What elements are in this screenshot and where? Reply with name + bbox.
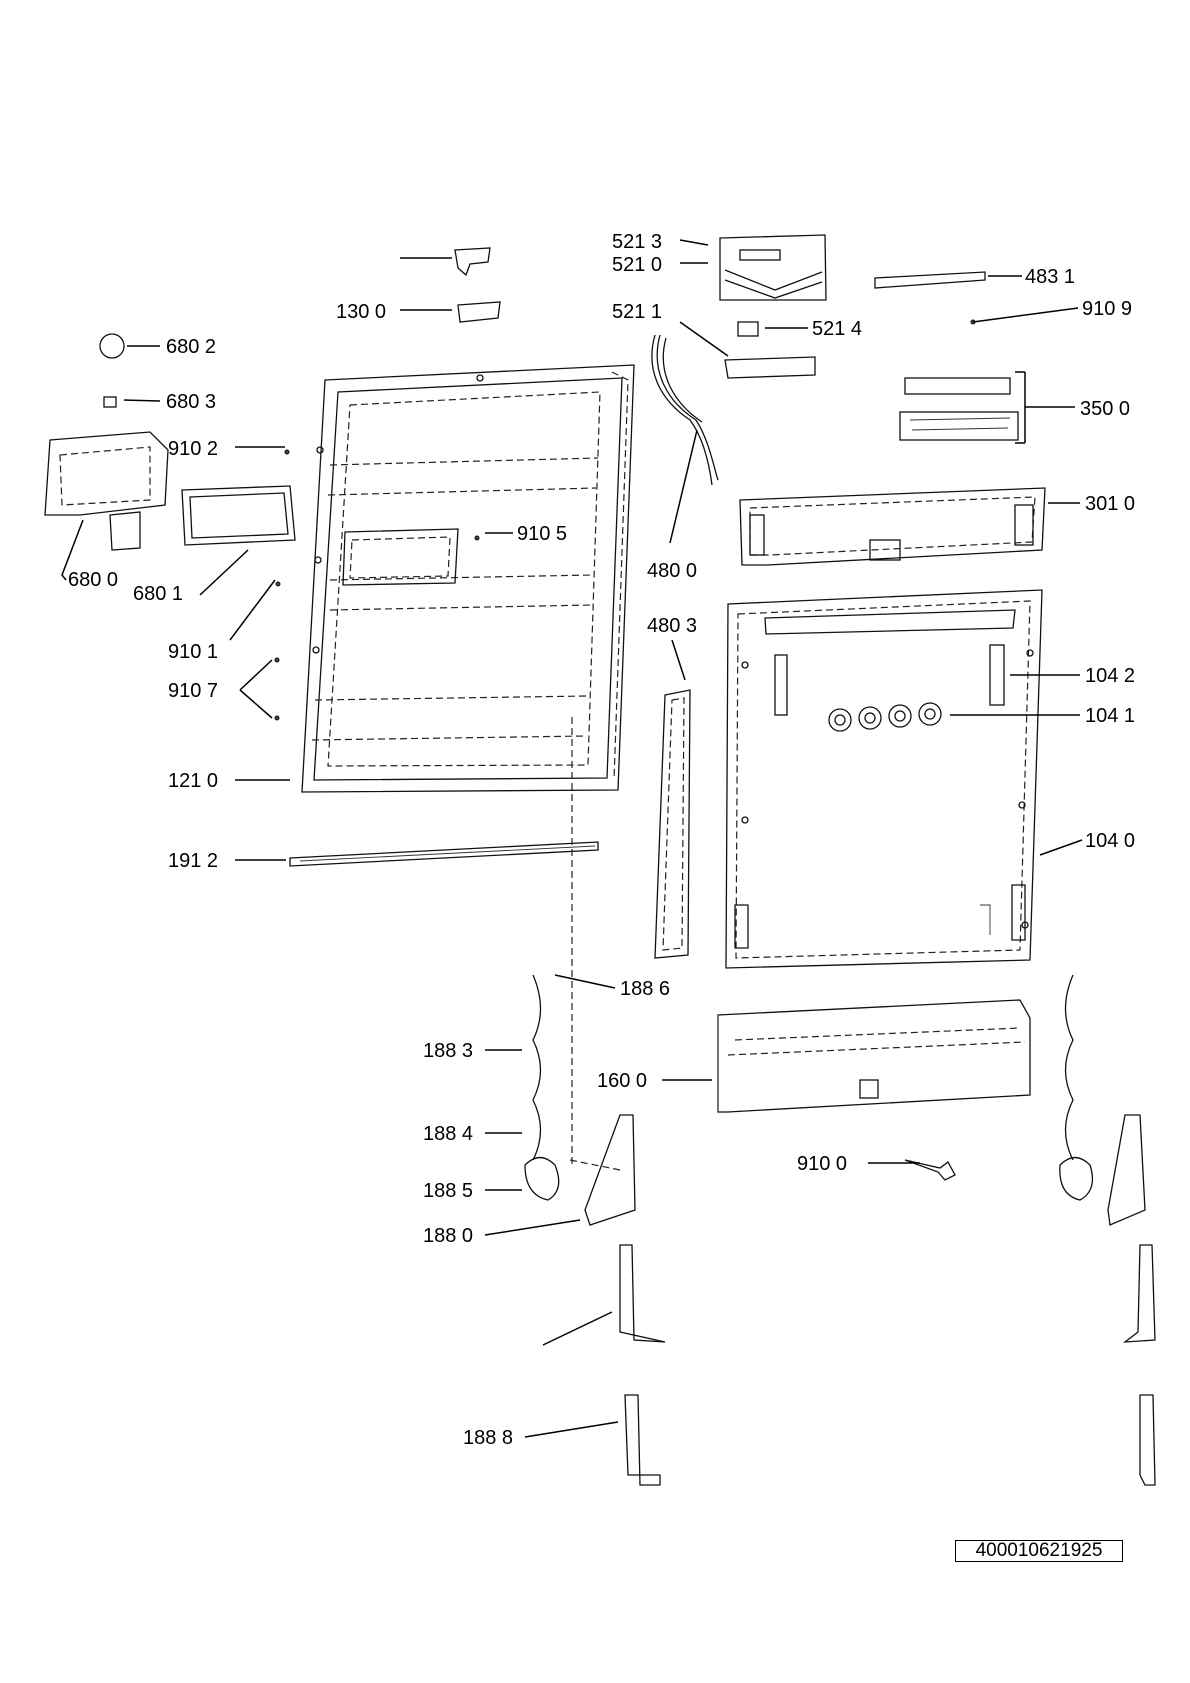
label-188-6: 188 6 [620, 978, 670, 1000]
door-lock [44, 431, 169, 551]
hook-part [454, 247, 491, 277]
label-188-8: 188 8 [463, 1427, 513, 1449]
dispenser-knobs [828, 702, 942, 732]
outer-door-panel [301, 364, 635, 793]
left-hinge-assembly [524, 717, 666, 1486]
label-521-3: 521 3 [612, 231, 662, 253]
lock-clip [103, 396, 117, 408]
light-bar [874, 271, 986, 289]
label-188-0: 188 0 [423, 1225, 473, 1247]
lock-gasket [181, 485, 296, 546]
label-521-0: 521 0 [612, 254, 662, 276]
control-boards [899, 377, 1019, 441]
base-bracket [717, 999, 1031, 1113]
screw [904, 1159, 956, 1181]
label-910-2: 910 2 [168, 438, 218, 460]
screw-dot [474, 535, 480, 541]
control-panel-frame [739, 487, 1046, 566]
electronic-board [724, 356, 816, 379]
label-910-9: 910 9 [1082, 298, 1132, 320]
label-104-1: 104 1 [1085, 705, 1135, 727]
label-350-0: 350 0 [1080, 398, 1130, 420]
label-680-1: 680 1 [133, 583, 183, 605]
label-160-0: 160 0 [597, 1070, 647, 1092]
label-188-3: 188 3 [423, 1040, 473, 1062]
right-hinge-assembly [1059, 974, 1156, 1486]
label-301-0: 301 0 [1085, 493, 1135, 515]
wiring-harness [651, 334, 719, 486]
screw-dot [284, 449, 290, 455]
label-680-2: 680 2 [166, 336, 216, 358]
screw-dot [274, 657, 280, 663]
label-104-0: 104 0 [1085, 830, 1135, 852]
label-483-1: 483 1 [1025, 266, 1075, 288]
label-191-2: 191 2 [168, 850, 218, 872]
label-480-0: 480 0 [647, 560, 697, 582]
inner-door-panel [725, 589, 1043, 969]
label-680-0: 680 0 [68, 569, 118, 591]
label-130-0: 130 0 [336, 301, 386, 323]
label-680-3: 680 3 [166, 391, 216, 413]
screw-dot [275, 581, 281, 587]
label-910-5: 910 5 [517, 523, 567, 545]
label-121-0: 121 0 [168, 770, 218, 792]
latch-part [457, 301, 501, 323]
label-910-0: 910 0 [797, 1153, 847, 1175]
label-188-4: 188 4 [423, 1123, 473, 1145]
lock-seal-ring [99, 333, 125, 359]
label-910-1: 910 1 [168, 641, 218, 663]
label-480-3: 480 3 [647, 615, 697, 637]
label-104-2: 104 2 [1085, 665, 1135, 687]
side-trim [654, 689, 691, 959]
label-521-1: 521 1 [612, 301, 662, 323]
drawing-code: 400010621925 [955, 1540, 1123, 1562]
label-910-7: 910 7 [168, 680, 218, 702]
switch-clip [737, 321, 759, 337]
door-seal-strip [289, 841, 599, 867]
control-housing [719, 234, 827, 301]
label-188-5: 188 5 [423, 1180, 473, 1202]
screw-dot [274, 715, 280, 721]
label-521-4: 521 4 [812, 318, 862, 340]
leader-lines [61, 239, 1083, 1438]
